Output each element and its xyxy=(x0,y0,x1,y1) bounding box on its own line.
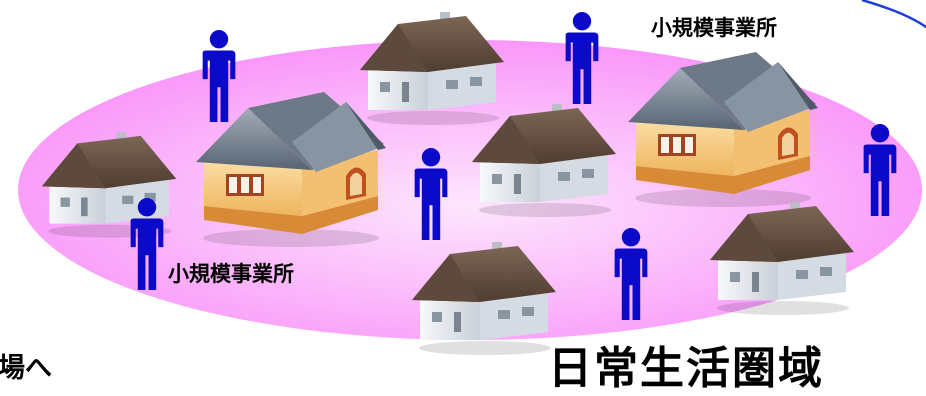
community-diagram xyxy=(18,0,926,355)
partial-heading-text: 場へ xyxy=(0,353,52,384)
small-office-label: 小規模事業所 xyxy=(168,262,294,286)
small-office-label: 小規模事業所 xyxy=(651,16,777,40)
daily-life-area-label: 日常生活圏域 xyxy=(548,343,824,394)
area-arc xyxy=(861,0,926,29)
